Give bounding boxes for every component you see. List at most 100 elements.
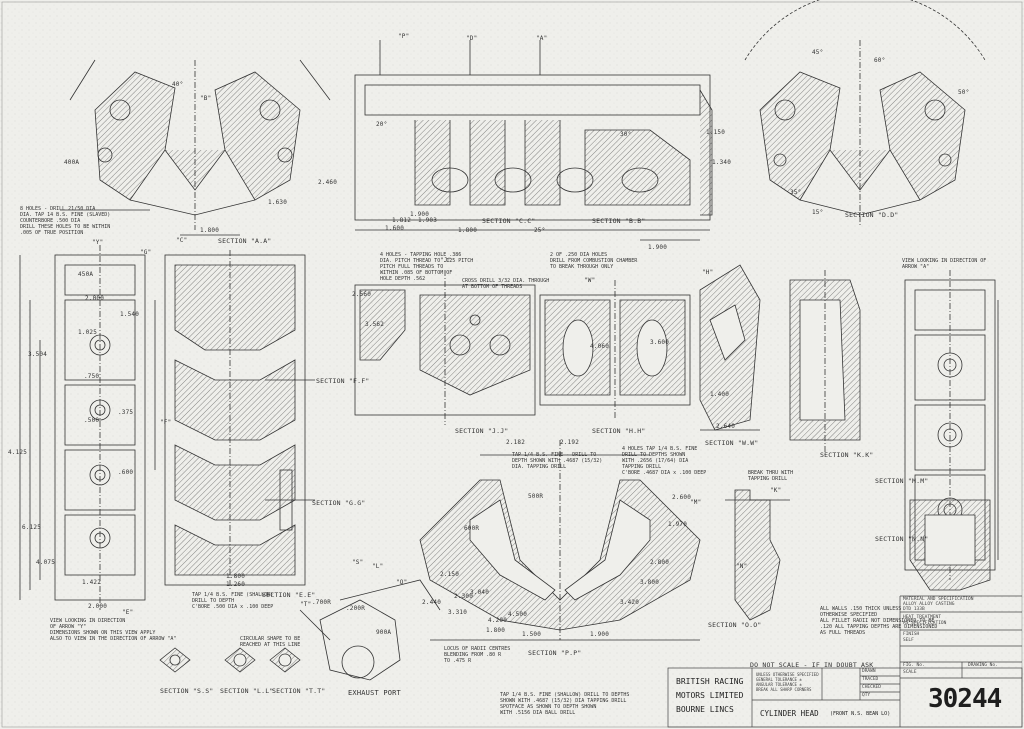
label-section-ff: SECTION "F.F" [316, 377, 370, 385]
dimension: 30° [620, 131, 632, 138]
note-holes-drill: 8 HOLES - DRILL 21/50 DIA DIA. TAP 14 B.… [20, 206, 111, 236]
marker-d: "D" [466, 35, 478, 42]
dimension: 2.560 [352, 291, 372, 298]
dimension: 2.182 [506, 439, 526, 446]
dimension: 45° [812, 49, 824, 56]
drawing-number: 30244 [928, 684, 1002, 714]
label-section-ss: SECTION "S.S" [160, 687, 214, 695]
label-section-ww: SECTION "W.W" [705, 439, 759, 447]
dimension: 4.060 [590, 343, 610, 350]
dimension: 450A [78, 271, 94, 278]
note-radii: LOCUS OF RADII CENTRES BLENDING FROM .80… [444, 646, 511, 664]
dimension: 6.125 [22, 524, 42, 531]
dimension: 3.562 [365, 321, 385, 328]
dimension: 1.800 [200, 227, 220, 234]
marker-n: "N" [736, 563, 748, 570]
material-value: ALLOY ALLOY CASTING [903, 602, 955, 607]
dimension: 1.025 [78, 329, 98, 336]
dimension: 2.000 [85, 295, 105, 302]
checked-label: CHECKED [862, 685, 881, 690]
section-aa-drawing [60, 59, 331, 236]
company-name-line-3: BOURNE LINCS [676, 705, 734, 714]
label-section-oo: SECTION "O.O" [708, 621, 762, 629]
dimension: .600 [118, 469, 134, 476]
section-nn-drawing [909, 499, 991, 591]
qty-label: QTY [862, 693, 871, 698]
part-name: CYLINDER HEAD [760, 709, 819, 718]
dimension: 4.200 [488, 617, 508, 624]
note-cross-drill: CROSS DRILL 3/32 DIA. THROUGH AT BOTTOM … [462, 278, 550, 290]
part-subtitle: (FRONT N.S. BEAN LO) [830, 711, 891, 717]
dimension: 1.900 [410, 211, 430, 218]
label-exhaust-port: EXHAUST PORT [348, 689, 401, 697]
section-jj-drawing [354, 270, 536, 425]
small-sections-drawing [159, 647, 301, 673]
company-name-line-1: BRITISH RACING [676, 677, 744, 686]
label-section-gg: SECTION "G.G" [312, 499, 366, 507]
dimension: 3.420 [620, 599, 640, 606]
exhaust-port-drawing [299, 579, 441, 681]
label-section-hh: SECTION "H.H" [592, 427, 646, 435]
marker-f: "F" [160, 419, 172, 426]
section-ww-drawing [699, 264, 761, 431]
spec-value: DTD 133B [903, 607, 925, 612]
label-section-mm: SECTION "M.M" [875, 477, 929, 485]
note-walls: ALL WALLS .150 THICK UNLESS OTHERWISE SP… [820, 606, 938, 636]
scale-label: SCALE [903, 670, 917, 675]
section-oo-drawing [725, 489, 790, 621]
marker-m: "M" [690, 499, 702, 506]
dimension: 1.900 [648, 244, 668, 251]
dimension: 2.192 [560, 439, 580, 446]
dimension: 900A [376, 629, 392, 636]
section-cc-drawing [354, 40, 713, 241]
marker-e: "E" [122, 609, 134, 616]
dimension: 4.075 [36, 559, 56, 566]
marker-o: "O" [396, 579, 408, 586]
dimension: 1.800 [458, 227, 478, 234]
dimension: 2.300 [454, 593, 474, 600]
material-label: MATERIAL AND SPECIFICATION [903, 597, 974, 602]
marker-w: "W" [584, 277, 596, 284]
dimension: 1.812 [392, 217, 412, 224]
finish-label: FINISH [903, 632, 920, 637]
dimension: 1.903 [418, 217, 438, 224]
dimension: 20° [376, 121, 388, 128]
caption-view-arrow-a: VIEW LOOKING IN DIRECTION OF ARROW "A" [902, 258, 987, 270]
dimension: 1.800 [486, 627, 506, 634]
dimension: .700R [312, 599, 332, 606]
dimension: 2.460 [318, 179, 338, 186]
note-tap-bottom: TAP 1/4 B.S. FINE (SHALLOW) DRILL TO DEP… [192, 592, 274, 610]
drawing-no-label: DRAWING No. [968, 663, 998, 668]
dimension: 3.600 [650, 339, 670, 346]
note-break-thru: BREAK THRU WITH TAPPING DRILL [748, 470, 794, 482]
finish-value: SELF [903, 638, 914, 643]
dimension: 1.340 [712, 159, 732, 166]
label-section-dd: SECTION "D.D" [845, 211, 899, 219]
section-pp-drawing [419, 440, 701, 641]
heat-treatment-value: AS SPECIFICATION [903, 621, 947, 626]
drawn-label: DRAWN [862, 669, 876, 674]
dimension: 1.630 [268, 199, 288, 206]
section-hh-drawing [539, 280, 691, 420]
marker-g: "G" [140, 249, 152, 256]
label-section-pp: SECTION "P.P" [528, 649, 582, 657]
note-tap-14: TAP 1/4 B.S. FINE - DRILL TO DEPTH SHOWN… [512, 452, 603, 470]
dimension: 3.504 [28, 351, 48, 358]
label-section-jj: SECTION "J.J" [455, 427, 509, 435]
dimension: 2.640 [716, 423, 736, 430]
note-do-not-scale: DO NOT SCALE - IF IN DOUBT ASK [750, 661, 874, 669]
dimension: 2.600 [672, 494, 692, 501]
view-arrow-y-drawing [19, 245, 156, 610]
marker-c: "C" [176, 237, 188, 244]
dimension: 600R [464, 525, 480, 532]
dimension: 50° [958, 89, 970, 96]
dimension: 2.000 [88, 603, 108, 610]
label-section-kk: SECTION "K.K" [820, 451, 874, 459]
dimension: 500R [528, 493, 544, 500]
dimension: 1.600 [385, 225, 405, 232]
marker-l: "L" [372, 563, 384, 570]
dimension: 1.260 [226, 581, 246, 588]
dimension: 2.150 [440, 571, 460, 578]
dimension: 2.800 [650, 559, 670, 566]
title-block-frame [667, 595, 1023, 728]
